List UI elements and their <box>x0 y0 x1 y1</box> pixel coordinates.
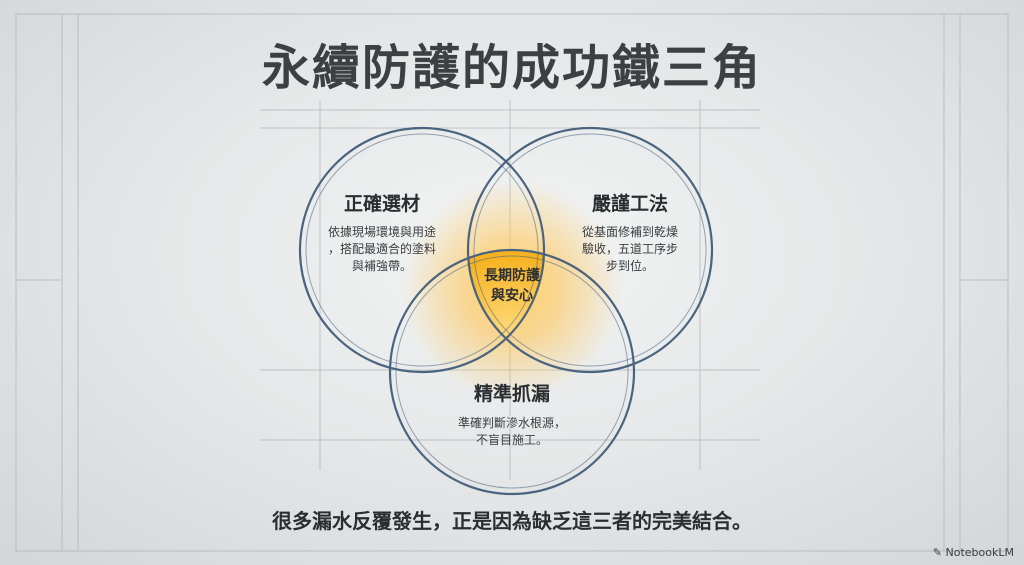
center-label-line: 長期防護 <box>484 267 541 284</box>
bottom-circle-line: 準確判斷滲水根源， <box>458 415 566 430</box>
ring-right <box>466 126 714 374</box>
blueprint-lines <box>15 13 1009 552</box>
right-circle-title: 嚴謹工法 <box>592 192 668 215</box>
slide-caption: 很多漏水反覆發生，正是因為缺乏這三者的完美結合。 <box>272 509 752 533</box>
watermark-text: NotebookLM <box>945 546 1014 559</box>
center-label-line: 與安心 <box>491 287 533 304</box>
bottom-circle-line: 不盲目施工。 <box>476 432 548 447</box>
right-circle-line: 驗收，五道工序步 <box>582 241 678 256</box>
right-circle-line: 步到位。 <box>606 258 654 273</box>
left-circle-line: 依據現場環境與用途 <box>328 224 436 239</box>
ring-bottom <box>388 248 636 496</box>
ring-left <box>298 126 546 374</box>
right-circle-line: 從基面修補到乾燥 <box>582 224 678 239</box>
logo-icon: ✎ <box>932 546 946 559</box>
slide-title: 永續防護的成功鐵三角 <box>261 40 762 96</box>
left-circle-line: 與補強帶。 <box>352 259 412 273</box>
notebooklm-watermark: ✎ NotebookLM <box>933 546 1014 559</box>
left-circle-title: 正確選材 <box>344 192 420 215</box>
bottom-circle-title: 精準抓漏 <box>474 382 550 405</box>
left-circle-line: ，搭配最適合的塗料 <box>328 241 436 256</box>
